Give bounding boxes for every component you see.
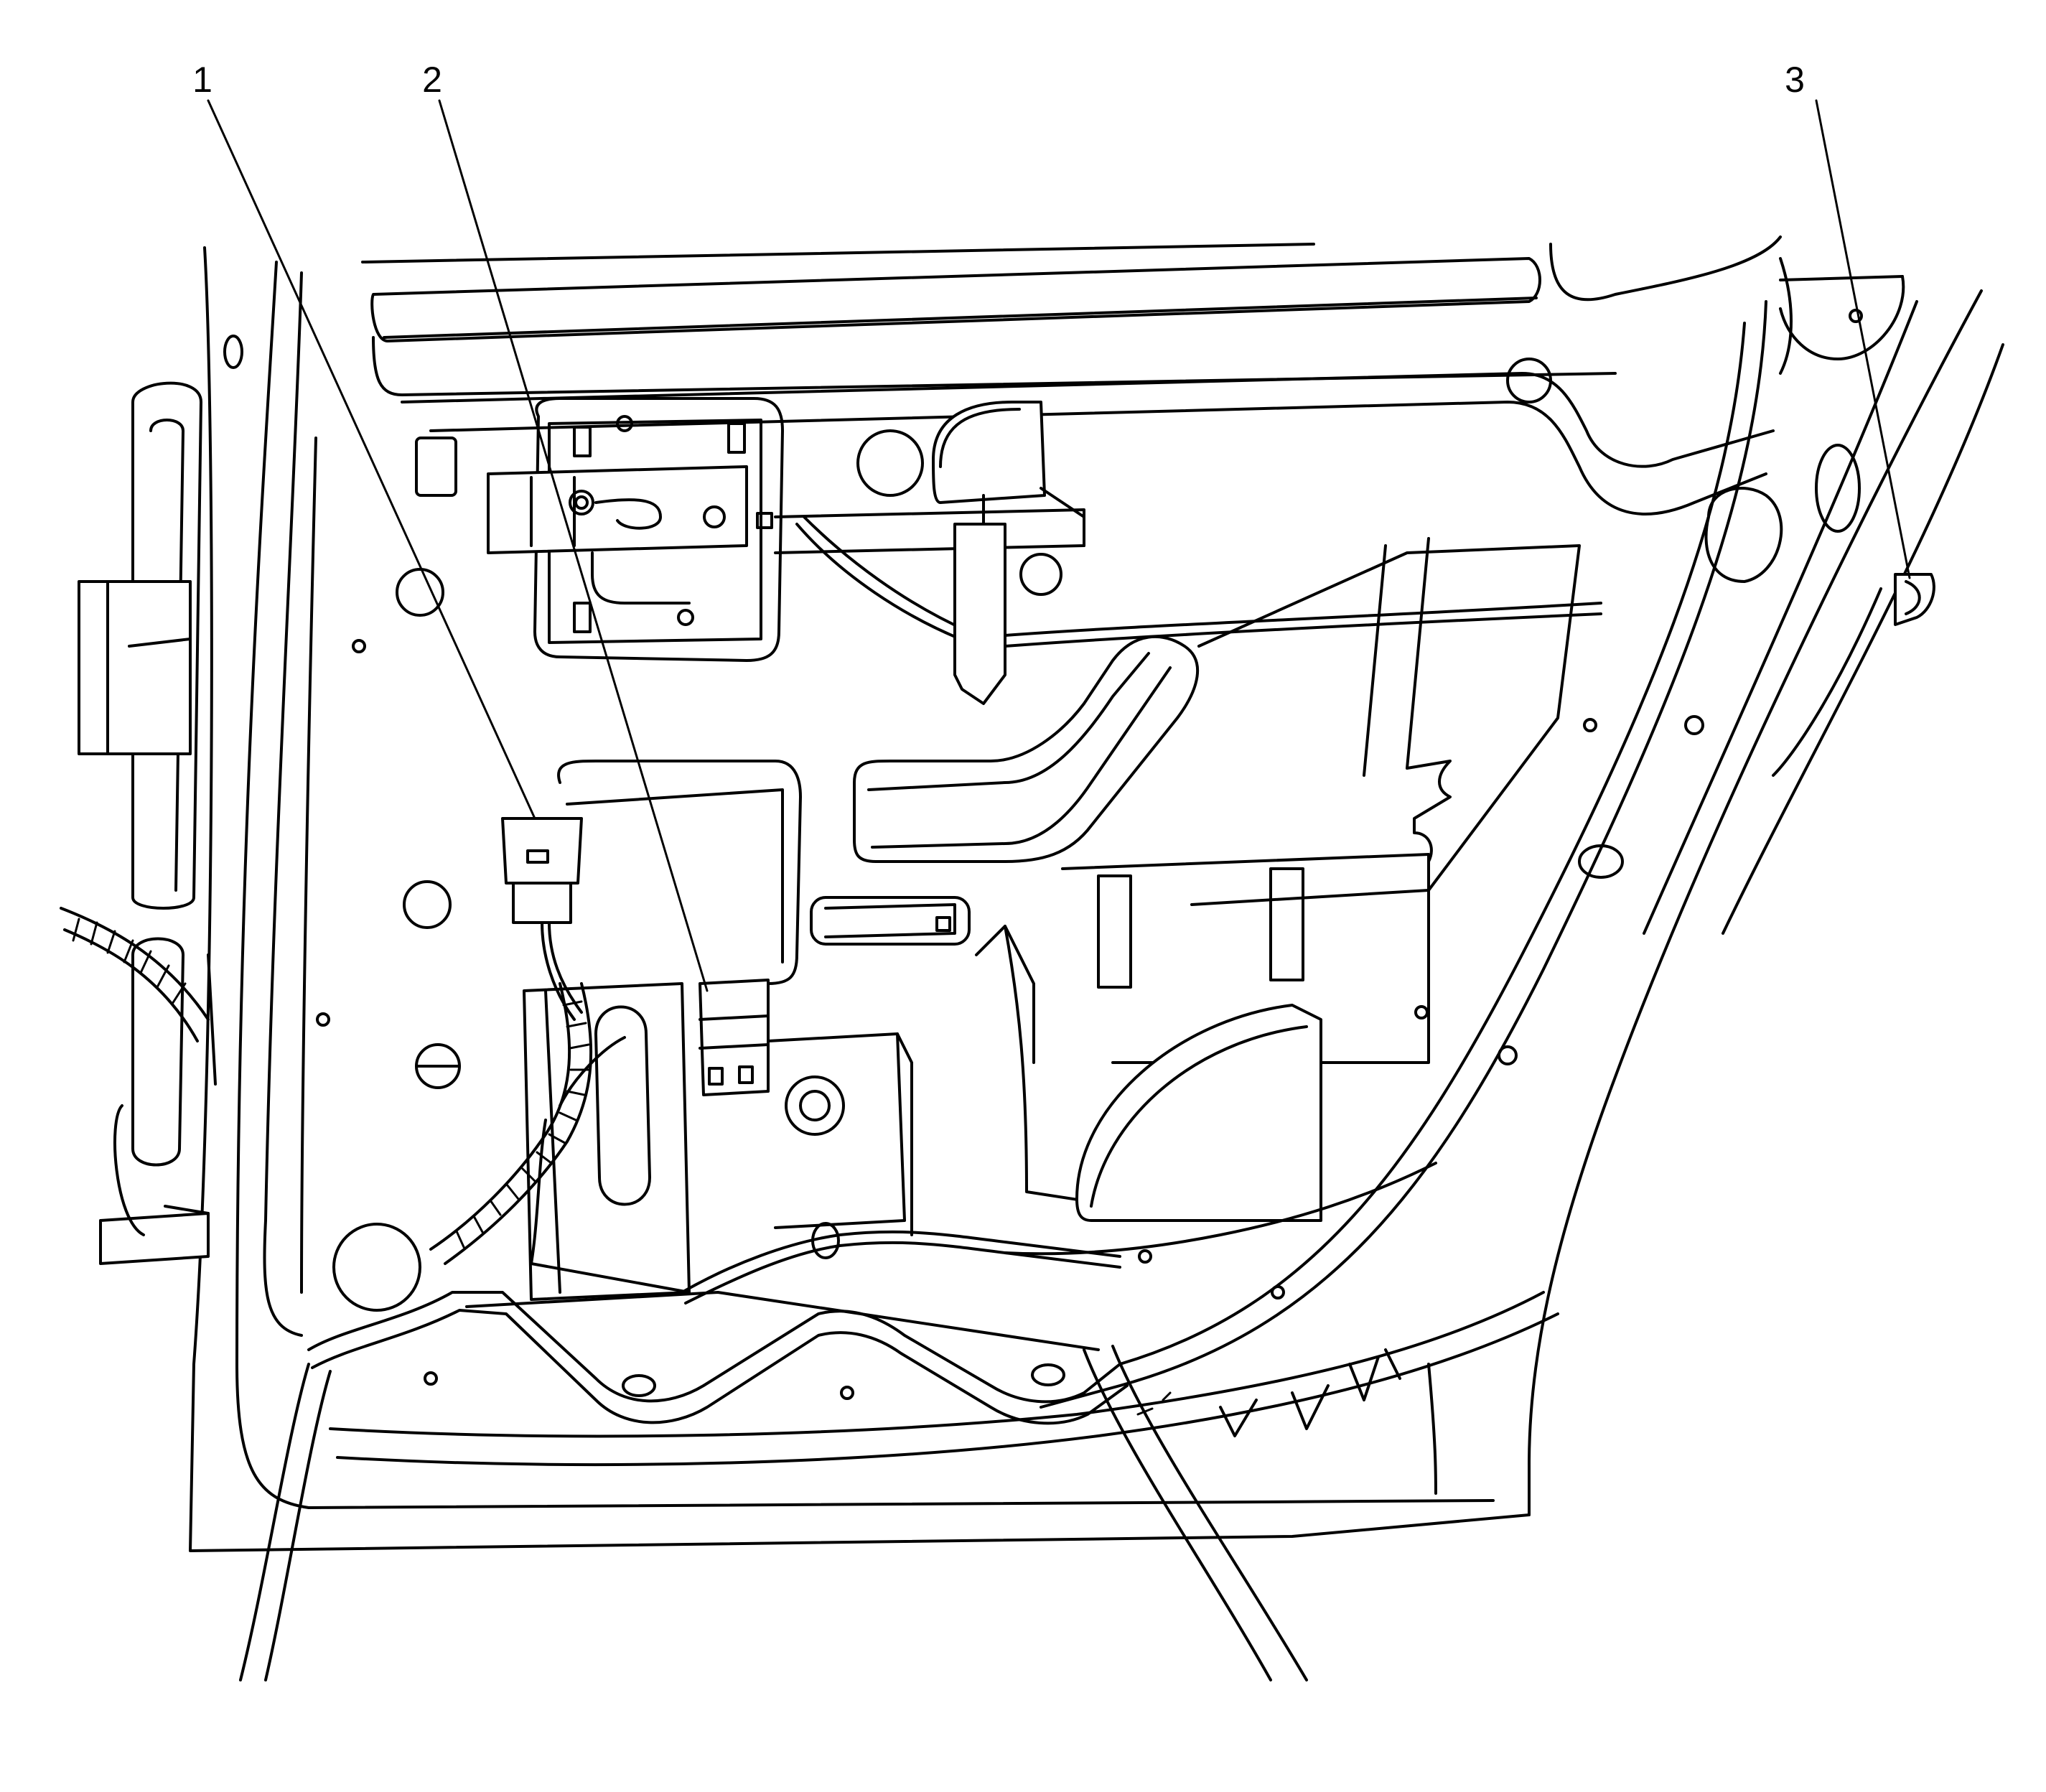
- panel-recesses: [557, 537, 1581, 1222]
- electrical-connector: [501, 817, 583, 1021]
- callout-1: 1: [192, 60, 212, 100]
- wiring-harness-lower: [332, 982, 1437, 1312]
- callout-leaders: [207, 99, 1911, 992]
- door-handle-bracket: [396, 397, 784, 662]
- leader-line-2: [438, 99, 709, 992]
- panel-holes: [316, 309, 1863, 1400]
- callout-2: 2: [422, 60, 442, 100]
- window-belt-rail: [361, 235, 1782, 396]
- door-module: [523, 979, 913, 1301]
- wiring-harness-left: [60, 907, 217, 1086]
- lock-rod-cable: [774, 401, 1602, 705]
- door-outer-shell: [189, 246, 2004, 1552]
- hinge-area: [78, 335, 243, 1265]
- leader-line-1: [207, 99, 536, 820]
- inner-panel-outline: [263, 271, 1775, 1409]
- retainer-clip: [1894, 573, 1935, 626]
- leader-line-3: [1815, 99, 1911, 579]
- lower-hanging-cables: [239, 1345, 1308, 1681]
- lower-panel-channel: [307, 1291, 1559, 1495]
- callout-3: 3: [1785, 60, 1805, 100]
- callout-labels: 1 2 3: [192, 60, 1805, 100]
